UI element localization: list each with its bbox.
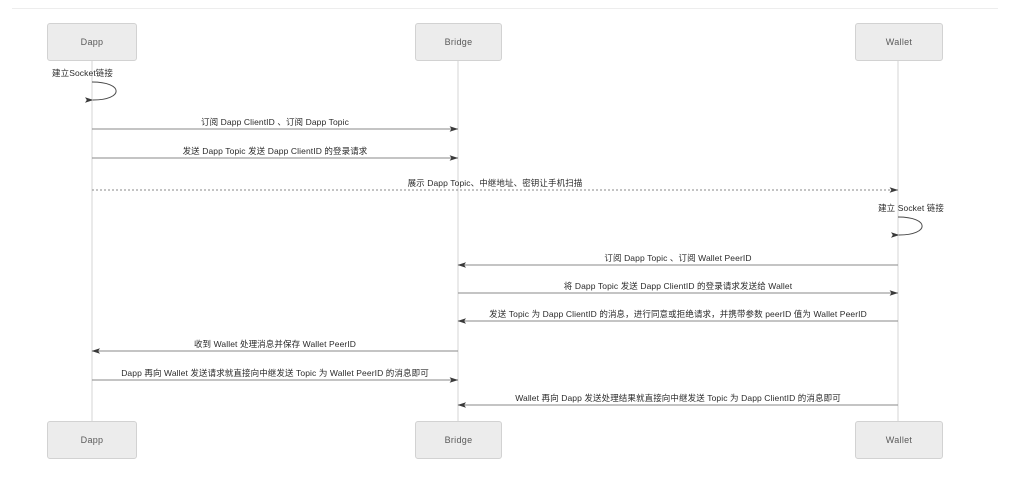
actor-box-bridge-top[interactable]: Bridge xyxy=(415,23,502,61)
message-label-5: 建立 Socket 链接 xyxy=(878,203,944,213)
message-label-7: 将 Dapp Topic 发送 Dapp ClientID 的登录请求发送给 W… xyxy=(563,281,793,291)
actor-label: Wallet xyxy=(885,435,913,445)
message-label-6: 订阅 Dapp Topic 、订阅 Wallet PeerID xyxy=(604,253,752,263)
message-lines-group xyxy=(84,81,923,408)
message-label-8: 发送 Topic 为 Dapp ClientID 的消息，进行同意或拒绝请求，并… xyxy=(489,309,867,319)
self-message-loop-dapp xyxy=(84,81,117,103)
message-label-2: 订阅 Dapp ClientID 、订阅 Dapp Topic xyxy=(201,117,349,127)
actor-label: Bridge xyxy=(444,37,473,47)
message-label-9: 收到 Wallet 处理消息并保存 Wallet PeerID xyxy=(193,339,357,349)
actor-label: Bridge xyxy=(444,435,473,445)
actor-box-bridge-bottom[interactable]: Bridge xyxy=(415,421,502,459)
actor-box-wallet-bottom[interactable]: Wallet xyxy=(855,421,943,459)
self-message-loop-wallet xyxy=(890,216,923,238)
message-label-11: Wallet 再向 Dapp 发送处理结果就直接向中继发送 Topic 为 Da… xyxy=(515,393,841,403)
actor-box-dapp-top[interactable]: Dapp xyxy=(47,23,137,61)
top-divider xyxy=(12,8,998,9)
message-label-10: Dapp 再向 Wallet 发送请求就直接向中继发送 Topic 为 Wall… xyxy=(121,368,429,378)
actor-label: Dapp xyxy=(80,435,104,445)
actor-box-wallet-top[interactable]: Wallet xyxy=(855,23,943,61)
actor-label: Wallet xyxy=(885,37,913,47)
lifelines-group xyxy=(91,61,899,421)
actor-label: Dapp xyxy=(80,37,104,47)
message-label-3: 发送 Dapp Topic 发送 Dapp ClientID 的登录请求 xyxy=(182,146,368,156)
message-label-4: 展示 Dapp Topic、中继地址、密钥让手机扫描 xyxy=(407,178,583,188)
message-label-1: 建立Socket链接 xyxy=(52,68,113,78)
actor-box-dapp-bottom[interactable]: Dapp xyxy=(47,421,137,459)
